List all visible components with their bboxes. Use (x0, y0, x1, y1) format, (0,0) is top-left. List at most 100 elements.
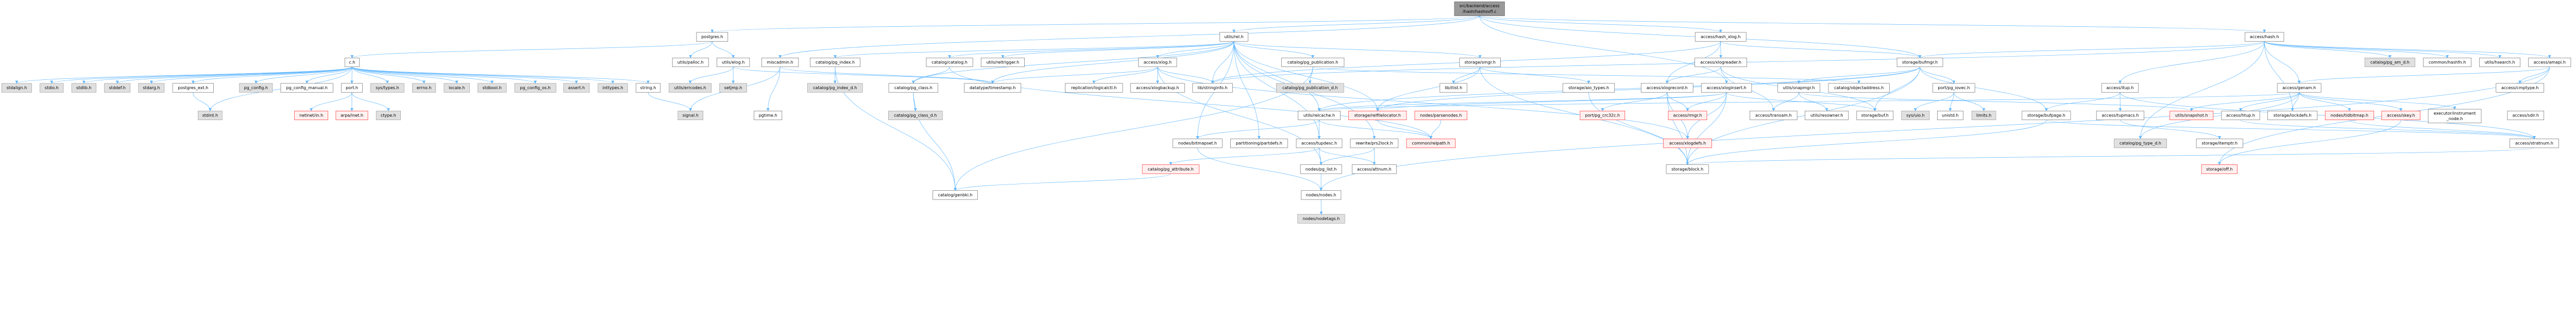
header-node-pgtime-h[interactable]: pgtime.h (754, 110, 783, 121)
header-node-unistd-h[interactable]: unistd.h (1937, 110, 1963, 121)
header-node-access-xloginsert-h[interactable]: access/xloginsert.h (1701, 83, 1752, 93)
header-node-nodes-bitmapset-h[interactable]: nodes/bitmapset.h (1173, 139, 1223, 148)
header-node-signal-h: signal.h (677, 110, 703, 121)
header-node-nodes-pg-list-h[interactable]: nodes/pg_list.h (1300, 164, 1342, 174)
header-node-rewrite-prs2lock-h[interactable]: rewrite/prs2lock.h (1350, 139, 1399, 148)
header-node-storage-smgr-h[interactable]: storage/smgr.h (1459, 57, 1501, 68)
header-node-access-xlogrecord-h[interactable]: access/xlogrecord.h (1640, 83, 1693, 93)
header-node-utils-snapmgr-h[interactable]: utils/snapmgr.h (1777, 83, 1820, 93)
include-edge (2264, 41, 2294, 111)
header-node-access-skey-h[interactable]: access/skey.h (2381, 110, 2421, 121)
header-node-port-pg-iovec-h[interactable]: port/pg_iovec.h (1933, 83, 1975, 93)
header-node-nodes-tidbitmap-h[interactable]: nodes/tidbitmap.h (2325, 110, 2374, 121)
header-node-catalog-pg-index-h[interactable]: catalog/pg_index.h (810, 57, 860, 68)
header-node-partitioning-partdefs-h[interactable]: partitioning/partdefs.h (1230, 139, 1288, 148)
header-node-storage-aio-types-h[interactable]: storage/aio_types.h (1563, 83, 1615, 93)
header-node-access-rmgr-h[interactable]: access/rmgr.h (1668, 110, 1707, 121)
header-node-catalog-pg-class-h[interactable]: catalog/pg_class.h (888, 83, 938, 93)
header-node-executor-instrument-node-h[interactable]: executor/instrument_node.h (2428, 109, 2482, 124)
header-node-access-itup-h[interactable]: access/itup.h (2101, 83, 2139, 93)
node-label: nodes/bitmapset.h (1178, 141, 1217, 146)
header-node-access-attnum-h[interactable]: access/attnum.h (1351, 164, 1397, 174)
header-node-pg-config-manual-h[interactable]: pg_config_manual.h (280, 83, 333, 93)
header-node-access-genam-h[interactable]: access/genam.h (2277, 83, 2321, 93)
header-node-utils-elog-h[interactable]: utils/elog.h (717, 57, 750, 68)
header-node-access-hash-xlog-h[interactable]: access/hash_xlog.h (1694, 32, 1747, 42)
header-node-utils-relcache-h[interactable]: utils/relcache.h (1298, 110, 1341, 121)
header-node-access-xlog-h[interactable]: access/xlog.h (1138, 57, 1177, 68)
header-node-access-xlogreader-h[interactable]: access/xlogreader.h (1694, 57, 1747, 68)
header-node-catalog-genbki-h[interactable]: catalog/genbki.h (933, 190, 978, 200)
header-node-catalog-objectaddress-h[interactable]: catalog/objectaddress.h (1828, 83, 1890, 93)
header-node-storage-lockdefs-h[interactable]: storage/lockdefs.h (2267, 110, 2318, 121)
header-node-access-transam-h[interactable]: access/transam.h (1750, 110, 1798, 121)
include-edge (254, 66, 352, 84)
node-label: storage/off.h (2206, 167, 2232, 172)
header-node-postgres-h[interactable]: postgres.h (696, 32, 728, 42)
header-node-access-hash-h[interactable]: access/hash.h (2245, 32, 2284, 42)
include-edge (1665, 66, 1721, 84)
node-label: signal.h (683, 113, 699, 117)
header-node-arpa-inet-h[interactable]: arpa/inet.h (335, 110, 368, 121)
include-edge (911, 41, 1234, 84)
header-node-common-hashfn-h[interactable]: common/hashfn.h (2423, 57, 2471, 68)
header-node-netinet-in-h[interactable]: netinet/in.h (294, 110, 328, 121)
header-node-storage-itemptr-h[interactable]: storage/itemptr.h (2196, 139, 2243, 148)
node-label: partitioning/partdefs.h (1236, 141, 1282, 146)
node-box (1173, 139, 1223, 148)
header-node-utils-reltrigger-h[interactable]: utils/reltrigger.h (980, 57, 1025, 68)
header-node-storage-off-h[interactable]: storage/off.h (2201, 164, 2238, 174)
header-node-access-htup-h[interactable]: access/htup.h (2221, 110, 2260, 121)
include-edge (2139, 92, 2300, 140)
header-node-c-h[interactable]: c.h (344, 57, 360, 68)
header-node-storage-relfilelocator-h[interactable]: storage/relfilelocator.h (1348, 110, 1407, 121)
header-node-replication-logicalctl-h[interactable]: replication/logicalctl.h (1065, 83, 1123, 93)
include-edge (351, 66, 459, 84)
header-node-datatype-timestamp-h[interactable]: datatype/timestamp.h (964, 83, 1022, 93)
header-node-access-sdir-h[interactable]: access/sdir.h (2507, 110, 2545, 121)
header-node-catalog-pg-attribute-h[interactable]: catalog/pg_attribute.h (1142, 164, 1199, 174)
header-node-utils-snapshot-h[interactable]: utils/snapshot.h (2170, 110, 2214, 121)
header-node-access-stratnum-h[interactable]: access/stratnum.h (2510, 139, 2559, 148)
nodes-layer: src/backend/access/hash/hashovfl.c postgr… (2, 2, 2571, 224)
header-node-access-tupmacs-h[interactable]: access/tupmacs.h (2096, 110, 2144, 121)
header-node-lib-stringinfo-h[interactable]: lib/stringinfo.h (1192, 83, 1233, 93)
header-node-miscadmin-h[interactable]: miscadmin.h (761, 57, 799, 68)
header-node-port-pg-crc32c-h[interactable]: port/pg_crc32c.h (1580, 110, 1625, 121)
header-node-storage-block-h[interactable]: storage/block.h (1666, 164, 1709, 174)
header-node-string-h[interactable]: string.h (635, 83, 661, 93)
header-node-lib-ilist-h[interactable]: lib/ilist.h (1439, 83, 1467, 93)
header-node-access-xlogbackup-h[interactable]: access/xlogbackup.h (1130, 83, 1185, 93)
node-box (669, 83, 712, 93)
include-edge (1092, 66, 1158, 84)
include-edge (351, 66, 494, 84)
header-node-catalog-pg-publication-h[interactable]: catalog/pg_publication.h (1281, 57, 1345, 68)
header-node-postgres-ext-h[interactable]: postgres_ext.h (172, 83, 214, 93)
header-node-access-tupdesc-h[interactable]: access/tupdesc.h (1296, 139, 1343, 148)
header-node-catalog-catalog-h[interactable]: catalog/catalog.h (926, 57, 973, 68)
header-node-nodes-parsenodes-h[interactable]: nodes/parsenodes.h (1414, 110, 1467, 121)
header-node-storage-bufpage-h[interactable]: storage/bufpage.h (2022, 110, 2071, 121)
header-node-common-relpath-h[interactable]: common/relpath.h (1406, 139, 1456, 148)
node-label: access/xloginsert.h (1707, 86, 1747, 90)
header-node-utils-hsearch-h[interactable]: utils/hsearch.h (2479, 57, 2520, 68)
header-node-utils-palloc-h[interactable]: utils/palloc.h (672, 57, 709, 68)
header-node-utils-resowner-h[interactable]: utils/resowner.h (1805, 110, 1849, 121)
header-node-access-xlogdefs-h[interactable]: access/xlogdefs.h (1663, 139, 1712, 148)
edges-layer (15, 15, 2551, 215)
node-box (335, 110, 368, 121)
header-node-storage-buf-h[interactable]: storage/buf.h (1856, 110, 1894, 121)
header-node-access-amapi-h[interactable]: access/amapi.h (2528, 57, 2571, 68)
header-node-stdio-h: stdio.h (40, 83, 64, 93)
header-node-storage-bufmgr-h[interactable]: storage/bufmgr.h (1896, 57, 1943, 68)
node-label: access/genam.h (2282, 86, 2316, 90)
header-node-nodes-nodes-h[interactable]: nodes/nodes.h (1301, 190, 1342, 200)
header-node-port-h[interactable]: port.h (341, 83, 363, 93)
header-node-access-cmptype-h[interactable]: access/cmptype.h (2496, 83, 2545, 93)
node-label: stdarg.h (143, 86, 160, 90)
include-edge (2264, 41, 2301, 84)
header-node-utils-rel-h[interactable]: utils/rel.h (1219, 32, 1248, 42)
node-label: utils/palloc.h (677, 60, 704, 65)
root-file-node[interactable]: src/backend/access/hash/hashovfl.c (1454, 2, 1505, 16)
include-edge (1232, 15, 1480, 33)
